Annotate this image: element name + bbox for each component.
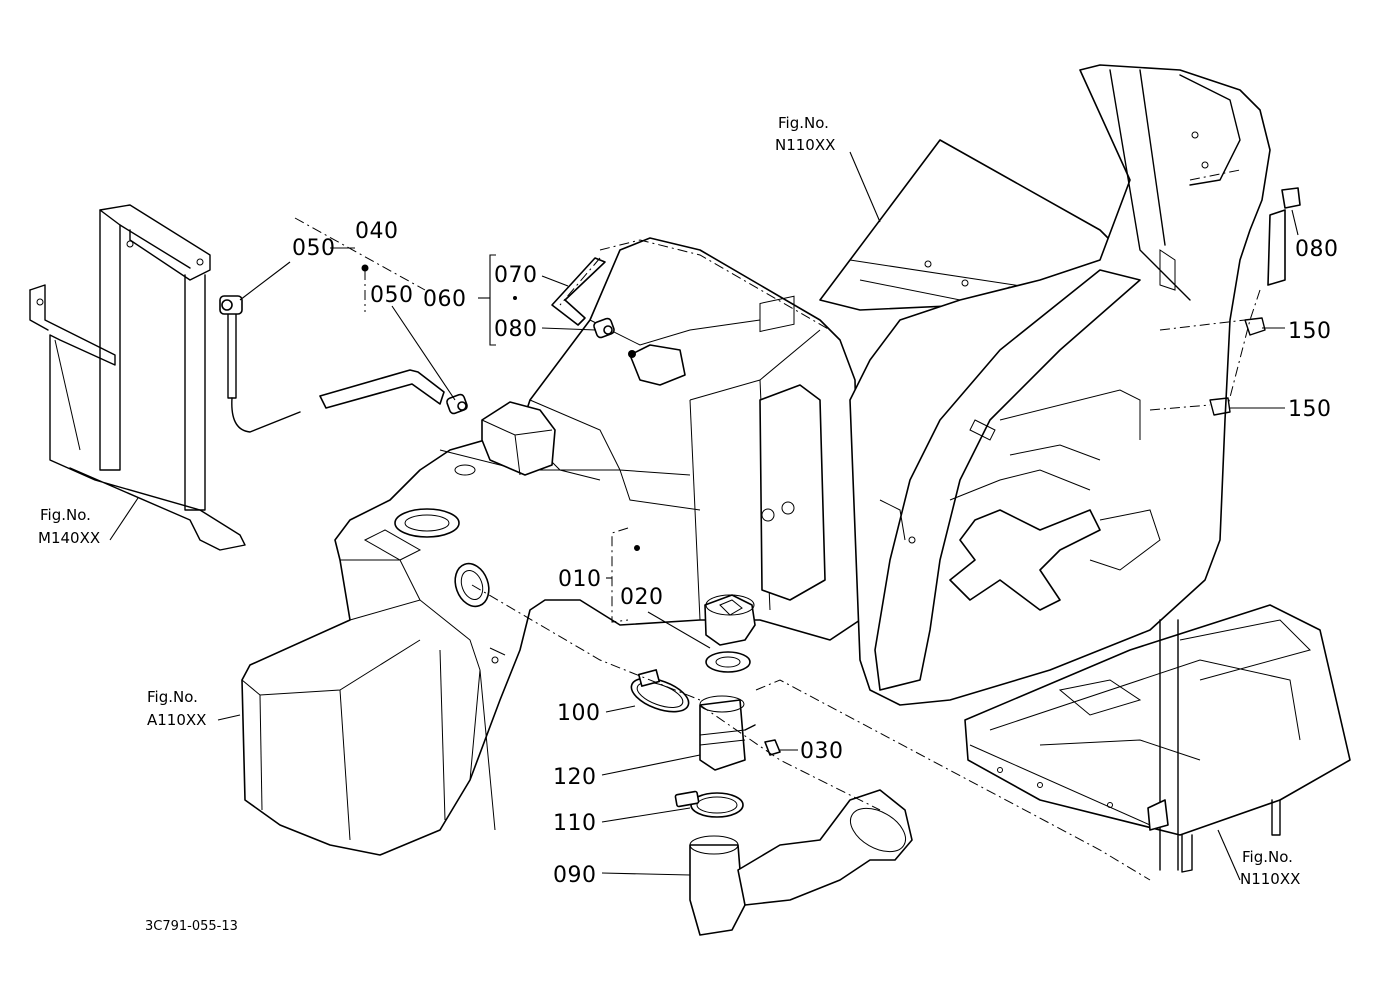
floor-frame [964, 604, 1351, 873]
cab-frame [819, 64, 1271, 706]
part-label-050-left: 050 [292, 236, 336, 261]
part-label-010: 010 [558, 567, 602, 592]
fig-ref-left: Fig.No. M140XX [38, 506, 100, 547]
fig-ref-top-center: Fig.No. N110XX [775, 114, 835, 154]
fig-ref-top-line1: Fig.No. [778, 114, 829, 132]
filler-neck-assembly [630, 669, 913, 936]
part-label-080-right: 080 [1295, 237, 1339, 262]
overflow-hose [513, 257, 636, 358]
part-label-040: 040 [355, 219, 399, 244]
fig-ref-top-line2: N110XX [775, 136, 835, 154]
part-label-030: 030 [800, 739, 844, 764]
fig-ref-tank-line2: A110XX [147, 711, 206, 729]
fuel-tank [241, 237, 861, 856]
fig-ref-tank: Fig.No. A110XX [147, 688, 206, 729]
part-label-080-left: 080 [494, 317, 538, 342]
leader-lines [109, 151, 1299, 881]
fig-ref-left-line1: Fig.No. [40, 506, 91, 524]
fig-ref-bottom-right: Fig.No. N110XX [1240, 848, 1300, 888]
reference-lines [471, 169, 1246, 881]
bracket-frame [29, 204, 246, 551]
fig-ref-left-line2: M140XX [38, 529, 100, 547]
fig-ref-bottom-line1: Fig.No. [1242, 848, 1293, 866]
part-label-060: 060 [423, 287, 467, 312]
part-label-120: 120 [553, 765, 597, 790]
part-label-090: 090 [553, 863, 597, 888]
part-label-050-right: 050 [370, 283, 414, 308]
part-label-020: 020 [620, 585, 664, 610]
fuel-cap [611, 527, 756, 673]
part-label-150-upper: 150 [1288, 319, 1332, 344]
part-label-070: 070 [494, 263, 538, 288]
right-vent-hose [1209, 187, 1301, 416]
diagram-code: 3C791-055-13 [145, 919, 238, 934]
part-label-110: 110 [553, 811, 597, 836]
part-label-150-lower: 150 [1288, 397, 1332, 422]
breather-hose-assembly [219, 217, 468, 433]
part-label-100: 100 [557, 701, 601, 726]
fig-ref-bottom-line2: N110XX [1240, 870, 1300, 888]
fig-ref-tank-line1: Fig.No. [147, 688, 198, 706]
